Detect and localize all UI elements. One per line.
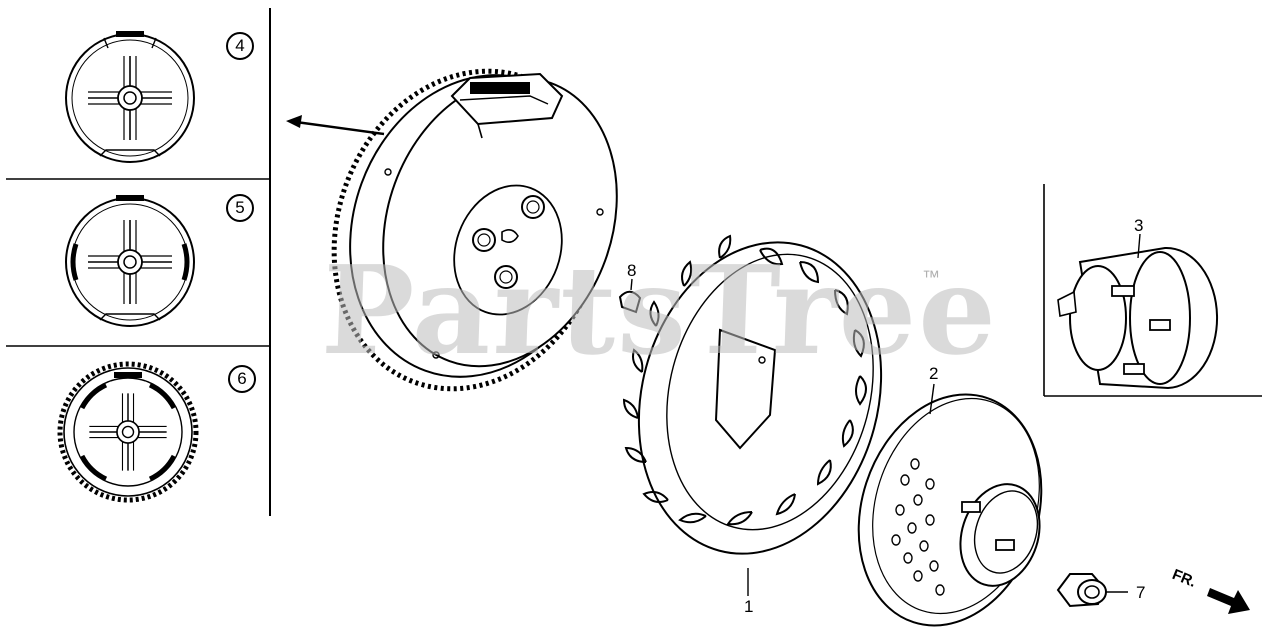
- rotor-variant-4: [65, 31, 195, 163]
- flywheel: [331, 68, 618, 392]
- rotor-variant-5: [65, 195, 195, 327]
- callout-6: 6: [228, 365, 256, 393]
- callout-8: 8: [627, 261, 637, 280]
- reference-arrow: [286, 115, 385, 136]
- watermark: PartsTree: [319, 238, 1001, 382]
- one-way-clutch: [1057, 233, 1219, 390]
- trademark-symbol: ™: [922, 267, 940, 287]
- cooling-fan: [622, 234, 883, 596]
- callout-3: 3: [1134, 216, 1144, 235]
- callout-2: 2: [929, 364, 939, 383]
- callout-5: 5: [226, 194, 254, 222]
- starter-pulley: [857, 383, 1043, 627]
- woodruff-key: [618, 278, 642, 314]
- rotor-variant-6: [57, 361, 199, 503]
- callout-1: 1: [744, 597, 754, 616]
- callout-4: 4: [226, 32, 254, 60]
- variant-panel-frame: [6, 8, 271, 516]
- clutch-panel: [1043, 184, 1262, 397]
- flange-nut: [1056, 573, 1128, 608]
- front-direction-arrow: [1207, 588, 1250, 614]
- callout-7: 7: [1136, 583, 1146, 602]
